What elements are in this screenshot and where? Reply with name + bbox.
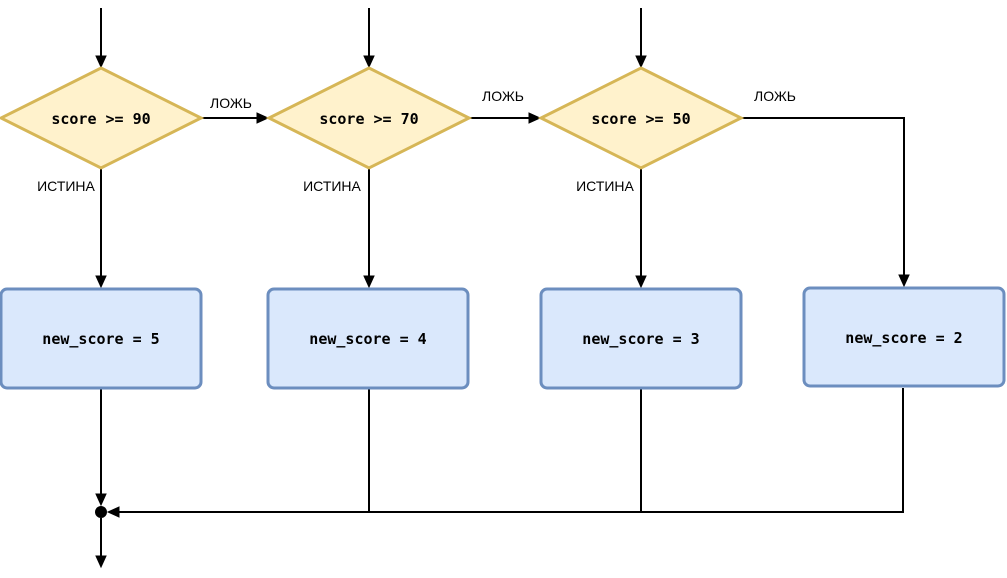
decision-diamond (265, 66, 473, 170)
arrowhead-down-icon (635, 55, 647, 69)
decision-diamond (537, 66, 745, 170)
false-label-1: ЛОЖЬ (210, 95, 252, 111)
false-edge-3 (741, 117, 905, 277)
process-box (802, 286, 1006, 388)
arrowhead-right-icon (256, 112, 270, 124)
decision-label: score >= 50 (591, 110, 690, 128)
edges (100, 8, 905, 556)
decision-label: score >= 90 (51, 110, 150, 128)
merge-edge-3 (369, 388, 642, 513)
process-node-3[interactable]: new_score = 3 (539, 287, 743, 390)
arrowhead-down-icon (363, 275, 375, 289)
merge-point (95, 506, 107, 518)
arrowhead-down-icon (363, 55, 375, 69)
process-label: new_score = 5 (42, 330, 159, 348)
arrowhead-left-icon (106, 506, 120, 518)
process-box (539, 287, 743, 390)
true-label-2: ИСТИНА (303, 178, 361, 194)
process-node-2[interactable]: new_score = 4 (266, 287, 470, 390)
arrowhead-down-icon (635, 275, 647, 289)
arrowhead-down-icon (898, 274, 910, 288)
arrowhead-down-icon (95, 555, 107, 569)
decision-node-1[interactable]: score >= 90 (0, 66, 205, 170)
arrowhead-down-icon (95, 55, 107, 69)
edge-labels: ЛОЖЬ ЛОЖЬ ЛОЖЬ ИСТИНА ИСТИНА ИСТИНА (37, 88, 796, 194)
decision-diamond (0, 66, 205, 170)
true-label-3: ИСТИНА (576, 178, 634, 194)
true-label-1: ИСТИНА (37, 178, 95, 194)
process-box (266, 287, 470, 390)
arrowhead-down-icon (95, 275, 107, 289)
process-box (0, 287, 203, 390)
arrowhead-right-icon (528, 112, 542, 124)
false-label-3: ЛОЖЬ (754, 88, 796, 104)
merge-edge-2 (118, 388, 370, 513)
decision-node-3[interactable]: score >= 50 (537, 66, 745, 170)
arrowheads (95, 55, 910, 569)
process-node-4[interactable]: new_score = 2 (802, 286, 1006, 388)
process-node-1[interactable]: new_score = 5 (0, 287, 203, 390)
arrowhead-down-icon (95, 493, 107, 507)
false-label-2: ЛОЖЬ (482, 88, 524, 104)
decision-node-2[interactable]: score >= 70 (265, 66, 473, 170)
process-label: new_score = 2 (845, 329, 962, 347)
merge-edge-4 (641, 388, 904, 513)
decision-label: score >= 70 (319, 110, 418, 128)
process-label: new_score = 3 (582, 330, 699, 348)
process-label: new_score = 4 (309, 330, 426, 348)
